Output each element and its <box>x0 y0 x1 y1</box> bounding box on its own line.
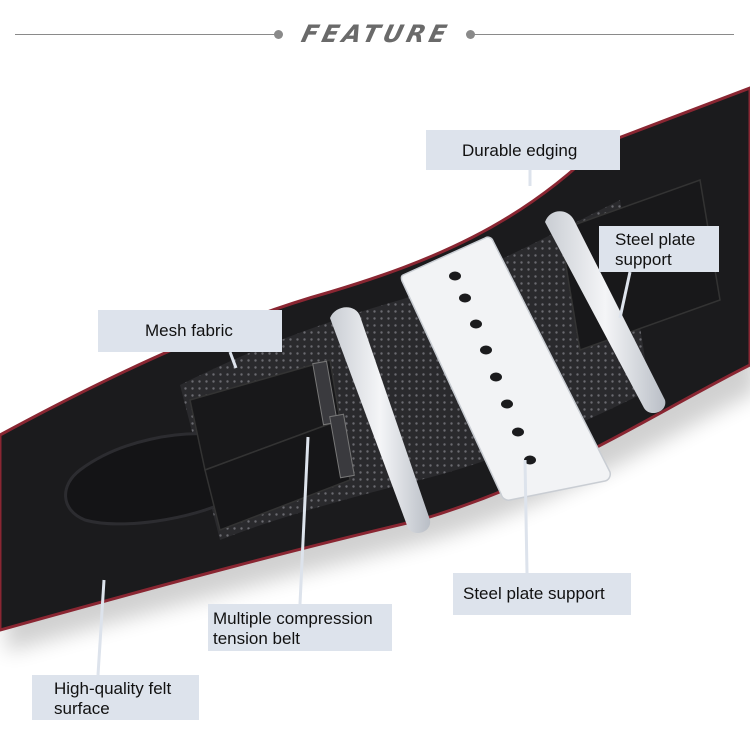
leader-lines <box>96 170 632 676</box>
label-durable-edging: Durable edging <box>426 130 620 170</box>
label-mesh-fabric: Mesh fabric <box>98 310 282 352</box>
label-compression-line-1: Multiple compression <box>213 609 373 628</box>
felt-pad <box>64 432 232 526</box>
steel-plate-right <box>545 211 666 414</box>
label-mesh-fabric-text: Mesh fabric <box>145 321 233 340</box>
label-steel-plate-line-1: Steel plate <box>615 230 696 249</box>
label-compression-line-2: tension belt <box>213 629 300 648</box>
label-steel-plate-support-bottom: Steel plate support <box>453 573 631 615</box>
header-rule-left <box>15 34 277 35</box>
label-felt-surface: High-quality felt surface <box>32 675 199 720</box>
central-plate-holes <box>449 271 536 465</box>
label-steel-plate-line-2: support <box>615 250 672 269</box>
label-felt-line-1: High-quality felt <box>54 679 172 698</box>
label-compression-belt: Multiple compression tension belt <box>208 604 392 651</box>
buckle-2 <box>329 413 355 479</box>
label-felt-line-2: surface <box>54 699 110 718</box>
label-steel-plate-support-text: Steel plate support <box>463 584 605 603</box>
label-steel-plate-support-top: Steel plate support <box>599 226 719 272</box>
header-dot-right <box>466 30 475 39</box>
buckle-1 <box>312 360 338 426</box>
label-durable-edging-text: Durable edging <box>462 141 578 160</box>
tension-strap-2 <box>204 418 351 532</box>
feature-header: FEATURE <box>0 0 750 70</box>
steel-plate-left <box>330 307 431 534</box>
header-dot-left <box>274 30 283 39</box>
header-rule-right <box>472 34 734 35</box>
central-steel-plate <box>400 236 611 501</box>
